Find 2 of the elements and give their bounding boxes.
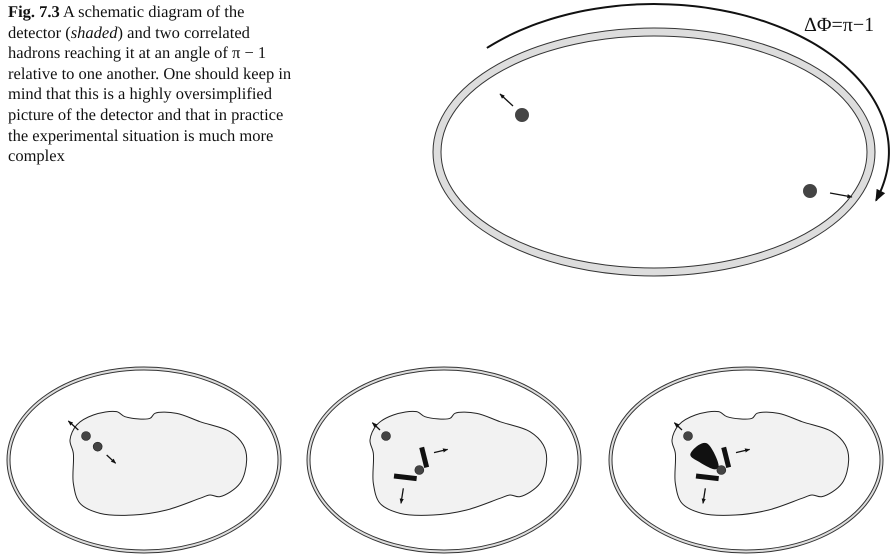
figure-caption: Fig. 7.3 A schematic diagram of the detector (shaded) and two correlated hadrons reaching it at an angle of π − 1 relative to one another. One should keep in mind that this is a highly oversimplified picture of the detector and that in practice the experimental situation is much more complex	[8, 2, 292, 167]
angle-label: ΔΦ=π−1	[804, 14, 874, 37]
